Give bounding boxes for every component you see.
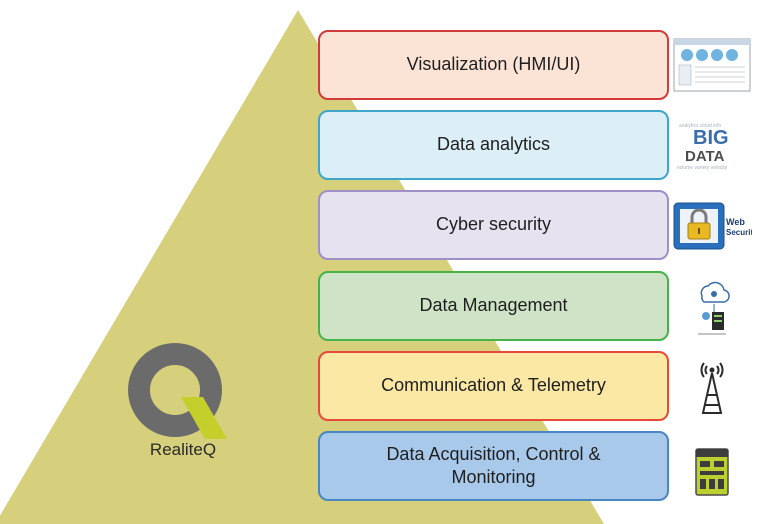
web-security-padlock-icon: Web Security <box>672 190 752 260</box>
layer-data-acquisition: Data Acquisition, Control & Monitoring <box>318 431 669 501</box>
realiteq-logo <box>128 343 227 439</box>
svg-text:analytics cloud info: analytics cloud info <box>679 123 721 129</box>
layer-visualization: Visualization (HMI/UI) <box>318 30 669 100</box>
big-data-wordcloud-icon: analytics cloud info BIG DATA volume var… <box>672 110 752 180</box>
dashboard-screenshot-icon <box>672 30 752 100</box>
layer-label: Communication & Telemetry <box>381 375 606 396</box>
layer-label: Data analytics <box>436 134 551 155</box>
icon-text-data: DATA <box>685 148 725 165</box>
icon-text-big: BIG <box>693 127 729 149</box>
antenna-tower-icon <box>672 351 752 421</box>
icon-text-web: Web <box>726 217 745 227</box>
cloud-server-icon <box>672 271 752 341</box>
layer-communication-telemetry: Communication & Telemetry <box>318 351 669 421</box>
brand-name: RealiteQ <box>149 440 217 459</box>
svg-text:volume variety velocity: volume variety velocity <box>677 165 728 171</box>
layer-data-analytics: Data analytics <box>318 110 669 180</box>
control-device-icon <box>672 431 752 501</box>
layer-label: Data Management <box>419 295 568 316</box>
layer-label: Cyber security <box>435 214 552 235</box>
icon-text-security: Security <box>726 228 752 237</box>
layer-data-management: Data Management <box>318 271 669 341</box>
layer-label: Visualization (HMI/UI) <box>406 54 581 75</box>
layer-label: Data Acquisition, Control & Monitoring <box>386 443 601 487</box>
layer-cyber-security: Cyber security <box>318 190 669 260</box>
